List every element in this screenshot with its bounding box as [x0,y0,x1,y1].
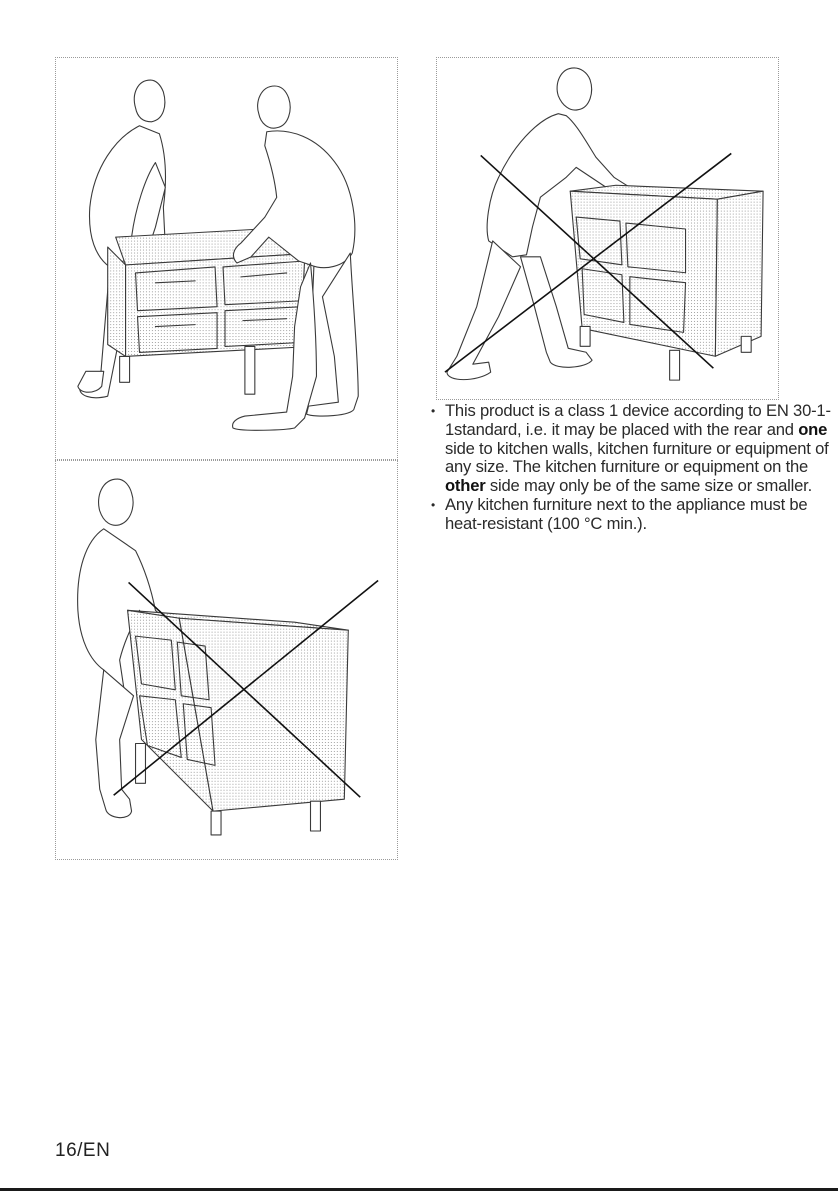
page-number: 16/EN [55,1140,111,1161]
two-person-carry-illustration [77,79,359,431]
appliance-carried [107,226,316,395]
figure-push-appliance-wrong [436,57,779,400]
cross-line-2 [444,152,732,373]
note-heat-resistant: Any kitchen furniture next to the applia… [428,495,838,534]
figure-one-person-lift-wrong [55,460,398,860]
cross-line-1 [480,154,714,369]
right-person [232,85,359,431]
bottom-rule [0,1188,838,1191]
emphasis-other: other [445,476,486,496]
cross-line-2 [113,579,379,796]
installation-notes: This product is a class 1 device accordi… [428,401,838,534]
one-person-lift-illustration [77,478,379,836]
push-appliance-illustration [444,67,764,381]
pushing-person [446,67,638,381]
appliance-lifted [127,609,349,836]
figure-two-person-carry [55,57,398,460]
appliance-pushed [569,184,764,381]
emphasis-one: one [798,419,828,439]
note-class-1-device: This product is a class 1 device accordi… [428,401,838,496]
